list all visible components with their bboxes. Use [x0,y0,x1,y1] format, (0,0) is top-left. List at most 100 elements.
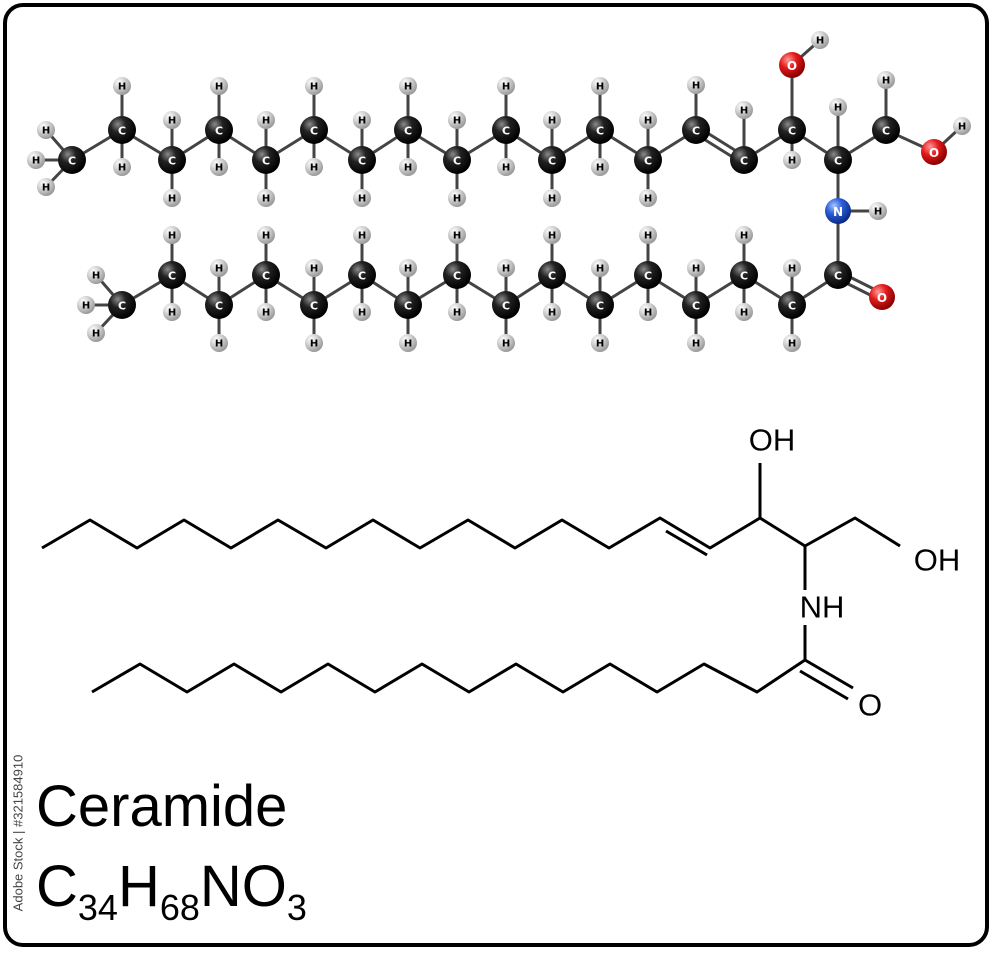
hydrogen-atom-3: H [37,178,55,196]
hydrogen-atom-18: H [448,111,466,129]
hydrogen-atom-30: H [783,151,801,169]
atom-sphere [108,291,136,319]
atom-sphere [300,291,328,319]
hydrogen-atom-15: H [353,189,371,207]
hydrogen-atom-53: H [543,303,561,321]
atom-sphere [877,71,895,89]
hydrogen-atom-17: H [399,158,417,176]
atom-sphere [829,98,847,116]
carbon-atom-sphingosine-14: C [682,116,710,144]
hydrogen-atom-43: H [305,334,323,352]
carbon-atom-sphingosine-6: C [300,116,328,144]
carbon-atom-sphingosine-1: C [58,146,86,174]
atom-sphere [27,151,45,169]
formula-nitrogen-symbol: N [199,854,242,919]
carbon-atom-sphingosine-2: C [108,116,136,144]
hydrogen-atom-10: H [257,111,275,129]
carbon-atom-sphingosine-3: C [158,146,186,174]
carbon-atom-sphingosine-17: C [824,146,852,174]
hydrogen-atom-38: H [210,259,228,277]
atom-sphere [448,303,466,321]
atom-sphere [778,116,806,144]
hydrogen-atom-52: H [543,226,561,244]
hydrogen-atom-62: H [783,259,801,277]
atom-sphere [586,116,614,144]
hydrogen-atom-48: H [448,226,466,244]
atom-sphere [538,261,566,289]
atom-sphere [543,189,561,207]
atom-sphere [252,261,280,289]
atom-sphere [682,116,710,144]
atom-sphere [305,334,323,352]
hydrogen-atom-28: H [687,76,705,94]
atom-sphere [353,189,371,207]
atom-sphere [163,226,181,244]
atom-sphere [399,259,417,277]
carbon-atom-fatty-acid-7: C [394,291,422,319]
carbonyl-bond-b [799,669,849,701]
atom-sphere [735,303,753,321]
oxygen-atom-carbonyl: O [869,284,895,310]
atom-sphere [591,334,609,352]
hydrogen-atom-6: H [163,111,181,129]
atom-sphere [639,111,657,129]
atom-sphere [448,189,466,207]
atom-sphere [543,111,561,129]
atom-sphere [443,261,471,289]
formula-oxygen-symbol: O [241,854,287,919]
carbon-atom-fatty-acid-16: C [824,261,852,289]
hydrogen-atom-33: H [87,266,105,284]
carbon-atom-sphingosine-4: C [205,116,233,144]
carbon-atom-sphingosine-5: C [252,146,280,174]
hydrogen-atom-31: H [829,98,847,116]
atom-sphere [543,226,561,244]
skeletal-formula: OH OH NH O [41,423,961,723]
atom-sphere [586,291,614,319]
atom-sphere [538,146,566,174]
atom-sphere [443,146,471,174]
hydrogen-atom-23: H [543,189,561,207]
amine-label: NH [800,590,845,625]
atom-sphere [634,261,662,289]
atom-sphere [639,226,657,244]
hydrogen-atom-37: H [163,303,181,321]
hydrogen-atom-41: H [257,303,275,321]
atom-sphere [872,116,900,144]
hydrogen-atom-40: H [257,226,275,244]
carbon-atom-sphingosine-15: C [730,146,758,174]
atom-sphere [497,158,515,176]
hydrogen-atom-58: H [687,259,705,277]
atom-sphere [687,76,705,94]
atom-sphere [448,111,466,129]
atom-sphere [783,151,801,169]
hydrogen-atom-4: H [113,77,131,95]
atom-sphere [163,303,181,321]
formula-oxygen-count: 3 [286,887,307,928]
hydrogen-atom-45: H [353,303,371,321]
atom-sphere [305,77,323,95]
formula-carbon-count: 34 [77,887,118,928]
atom-sphere [639,303,657,321]
atom-sphere [730,261,758,289]
atom-sphere [492,291,520,319]
stock-id-text: Adobe Stock | #321584910 [10,754,26,911]
hydrogen-atom-16: H [399,77,417,95]
atom-sphere [113,77,131,95]
atom-sphere [825,198,851,224]
atom-sphere [257,189,275,207]
hydroxyl-label-right: OH [914,543,961,578]
atom-sphere [953,117,971,135]
atom-sphere [778,291,806,319]
atom-sphere [394,291,422,319]
atom-sphere [300,116,328,144]
atom-sphere [730,146,758,174]
atom-sphere [783,334,801,352]
carbon-atom-sphingosine-7: C [348,146,376,174]
hydrogen-atom-12: H [305,77,323,95]
hydrogen-atom-22: H [543,111,561,129]
carbon-atom-fatty-acid-1: C [108,291,136,319]
atom-sphere [735,101,753,119]
hydrogen-atom-55: H [591,334,609,352]
atom-sphere [824,146,852,174]
atom-sphere [687,259,705,277]
